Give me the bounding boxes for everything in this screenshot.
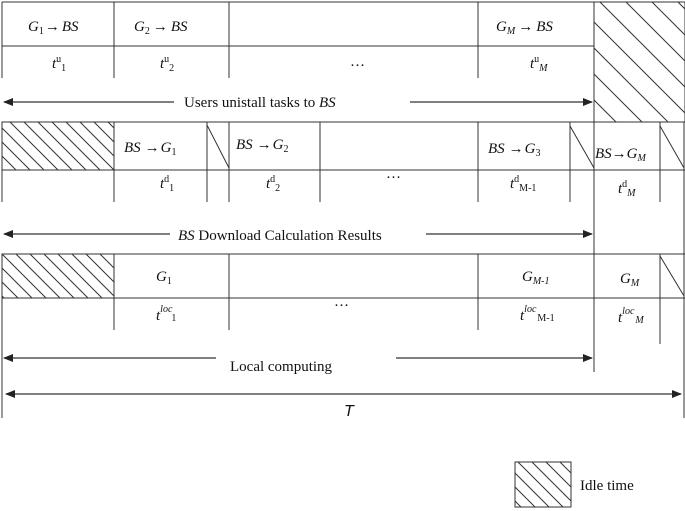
local-row: G1 tloc1 … GM-1 tlocM-1 GM tlocM Local c… [1, 253, 685, 375]
upload-idle-block [593, 1, 685, 123]
local-cell-m1-time: tlocM-1 [520, 304, 555, 324]
local-cell-1-time: tloc1 [156, 304, 176, 324]
local-cell-m1-label: GM-1 [522, 269, 550, 287]
upload-arrow-label: Users unistall tasks to BS [184, 95, 336, 111]
legend-idle-label: Idle time [580, 478, 634, 494]
download-cell-2-label: BS→G2 [236, 137, 289, 155]
download-cell-m-time: tdM [618, 179, 636, 199]
upload-ellipsis: … [350, 54, 365, 70]
local-ellipsis: … [334, 294, 349, 310]
download-cell-m-label: BS→GM [595, 146, 647, 164]
download-cell-2-time: td2 [266, 174, 280, 194]
upload-cell-1-time: tu1 [52, 54, 66, 74]
local-arrow-label: Local computing [230, 359, 333, 375]
download-cell-1-time: td1 [160, 174, 174, 194]
upload-row: G1→BS tu1 G2→BS tu2 … GM→BS tuM Users un… [1, 1, 685, 123]
local-cell-m-label: GM [620, 271, 640, 289]
download-arrow-label: BS Download Calculation Results [178, 228, 382, 244]
download-row: BS→G1 td1 BS→G2 td2 … BS→G3 tdM-1 BS→GM … [1, 121, 685, 254]
local-idle-start [1, 253, 115, 299]
upload-cell-1-label: G1→BS [28, 19, 79, 37]
upload-cell-m-label: GM→BS [496, 19, 553, 37]
download-cell-m1-time: tdM-1 [510, 174, 536, 194]
local-cell-m-time: tlocM [618, 306, 644, 326]
download-idle-start [1, 121, 115, 171]
download-ellipsis: … [386, 166, 401, 182]
legend-idle-swatch [514, 461, 572, 508]
total-period-label: T [344, 403, 355, 420]
local-cell-1-label: G1 [156, 269, 172, 287]
upload-cell-2-label: G2→BS [134, 19, 188, 37]
download-cell-m1-label: BS→G3 [488, 141, 541, 159]
download-cell-1-label: BS→G1 [124, 140, 177, 158]
upload-cell-2-time: tu2 [160, 54, 174, 74]
total-period: T [1, 170, 685, 420]
legend: Idle time [514, 461, 634, 508]
upload-cell-m-time: tuM [530, 54, 548, 74]
